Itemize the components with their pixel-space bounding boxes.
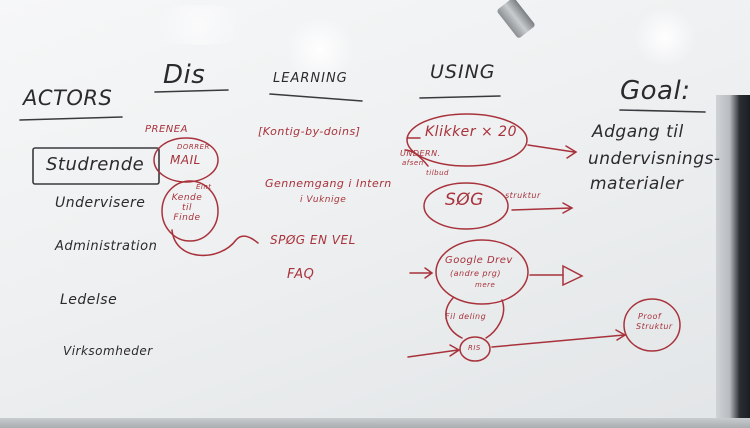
light-glare [280,20,360,80]
marker-tray [0,418,750,428]
using-item: Struktur [636,322,673,331]
dis-note: Eint [196,183,212,191]
learning-item: FAQ [287,267,315,282]
dis-note: Kende til Finde [171,193,203,223]
using-item: Fil deling [445,312,487,321]
header-using: USING [430,61,496,83]
actor-item: Studrende [46,154,145,175]
dis-note: MAIL [170,153,201,167]
goal-line: materialer [590,174,684,194]
header-goal: Goal: [620,76,691,106]
dis-note: PRENEA [145,124,188,135]
using-item: Proof [638,312,662,321]
dis-note: DORRER [177,143,210,151]
using-item: SØG [445,190,484,210]
learning-item: Gennemgang i Intern [265,177,392,190]
using-item: Klikker × 20 [425,124,517,140]
using-item: UNDERN. [400,149,441,158]
goal-line: undervisnings- [588,149,721,169]
using-item: tilbud [426,169,449,177]
using-item: (andre prg) [450,269,501,278]
using-item: RIS [468,344,481,352]
using-item: struktur [505,191,541,200]
using-item: afsen [402,159,424,167]
header-learning: LEARNING [273,71,348,86]
actor-item: Undervisere [55,195,146,211]
board-frame [716,95,750,428]
learning-item: [Kontig-by-doins] [258,125,361,138]
header-actors: ACTORS [23,86,113,110]
light-glare [140,5,260,45]
actor-item: Ledelse [60,292,118,308]
learning-item: i Vuknige [300,195,347,205]
light-glare [630,10,700,65]
goal-line: Adgang til [592,122,684,142]
learning-item: SPØG EN VEL [270,233,356,247]
using-item: mere [475,281,496,289]
using-item: Google Drev [445,255,513,266]
header-dis: Dis [163,60,206,90]
actor-item: Administration [55,239,158,254]
actor-item: Virksomheder [63,344,153,358]
